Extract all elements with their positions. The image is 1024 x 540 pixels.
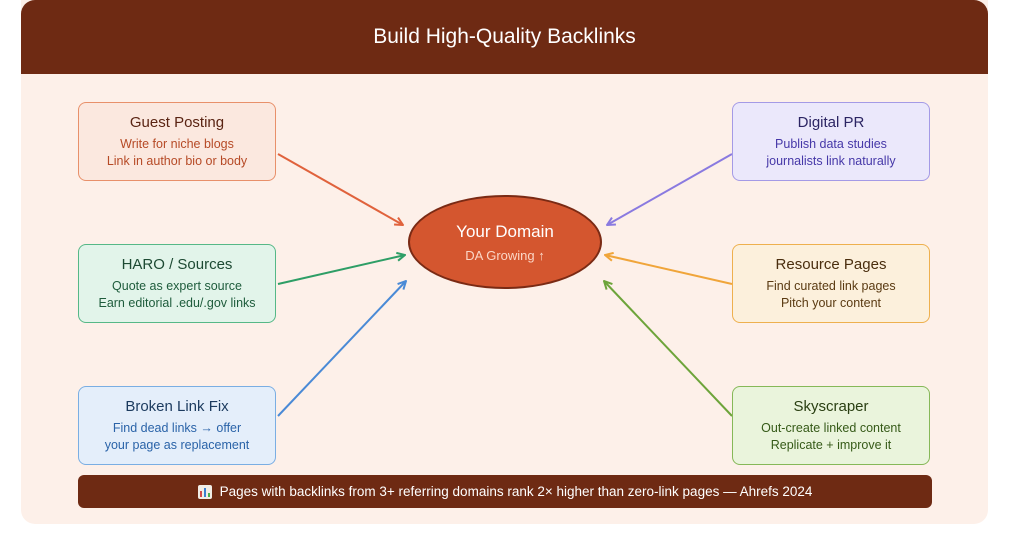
box-line: Write for niche blogs xyxy=(120,136,234,151)
box-line: Find dead links → offer xyxy=(112,420,242,435)
arrow-haro xyxy=(277,255,405,285)
arrow-digital-pr xyxy=(607,153,733,225)
box-title: Guest Posting xyxy=(129,113,225,131)
bar-chart-icon xyxy=(197,484,212,499)
box-title: Digital PR xyxy=(797,113,865,131)
box-broken-link-fix: Broken Link Fix Find dead links → offer … xyxy=(78,386,276,465)
arrow-guest-posting xyxy=(277,153,403,225)
box-line: journalists link naturally xyxy=(766,153,896,168)
box-digital-pr: Digital PR Publish data studies journali… xyxy=(732,102,930,181)
hub-your-domain: Your Domain DA Growing ↑ xyxy=(408,195,602,289)
header-bar: Build High-Quality Backlinks xyxy=(21,0,988,74)
box-line: Link in author bio or body xyxy=(106,153,248,168)
box-line: Replicate + improve it xyxy=(770,437,892,452)
box-line: Out-create linked content xyxy=(761,420,901,435)
box-line: your page as replacement xyxy=(104,437,250,452)
box-haro-sources: HARO / Sources Quote as expert source Ea… xyxy=(78,244,276,323)
box-resource-pages: Resource Pages Find curated link pages P… xyxy=(732,244,930,323)
box-line: Quote as expert source xyxy=(112,278,242,293)
diagram-title: Build High-Quality Backlinks xyxy=(373,25,636,48)
hub-subtitle: DA Growing ↑ xyxy=(465,247,545,263)
footer-banner: Pages with backlinks from 3+ referring d… xyxy=(78,475,932,508)
box-line: Earn editorial .edu/.gov links xyxy=(98,295,256,310)
footer-text: Pages with backlinks from 3+ referring d… xyxy=(219,484,813,499)
arrow-resource-pages xyxy=(605,255,733,285)
box-line: Find curated link pages xyxy=(766,278,896,293)
hub-title: Your Domain xyxy=(456,221,554,241)
arrow-broken-link xyxy=(277,281,406,417)
box-line: Publish data studies xyxy=(775,136,887,151)
box-guest-posting: Guest Posting Write for niche blogs Link… xyxy=(78,102,276,181)
box-line: Pitch your content xyxy=(780,295,882,310)
box-skyscraper: Skyscraper Out-create linked content Rep… xyxy=(732,386,930,465)
arrow-skyscraper xyxy=(604,281,733,417)
box-title: Skyscraper xyxy=(793,397,869,415)
box-title: HARO / Sources xyxy=(121,255,233,273)
box-title: Broken Link Fix xyxy=(125,397,229,415)
box-title: Resource Pages xyxy=(775,255,887,273)
